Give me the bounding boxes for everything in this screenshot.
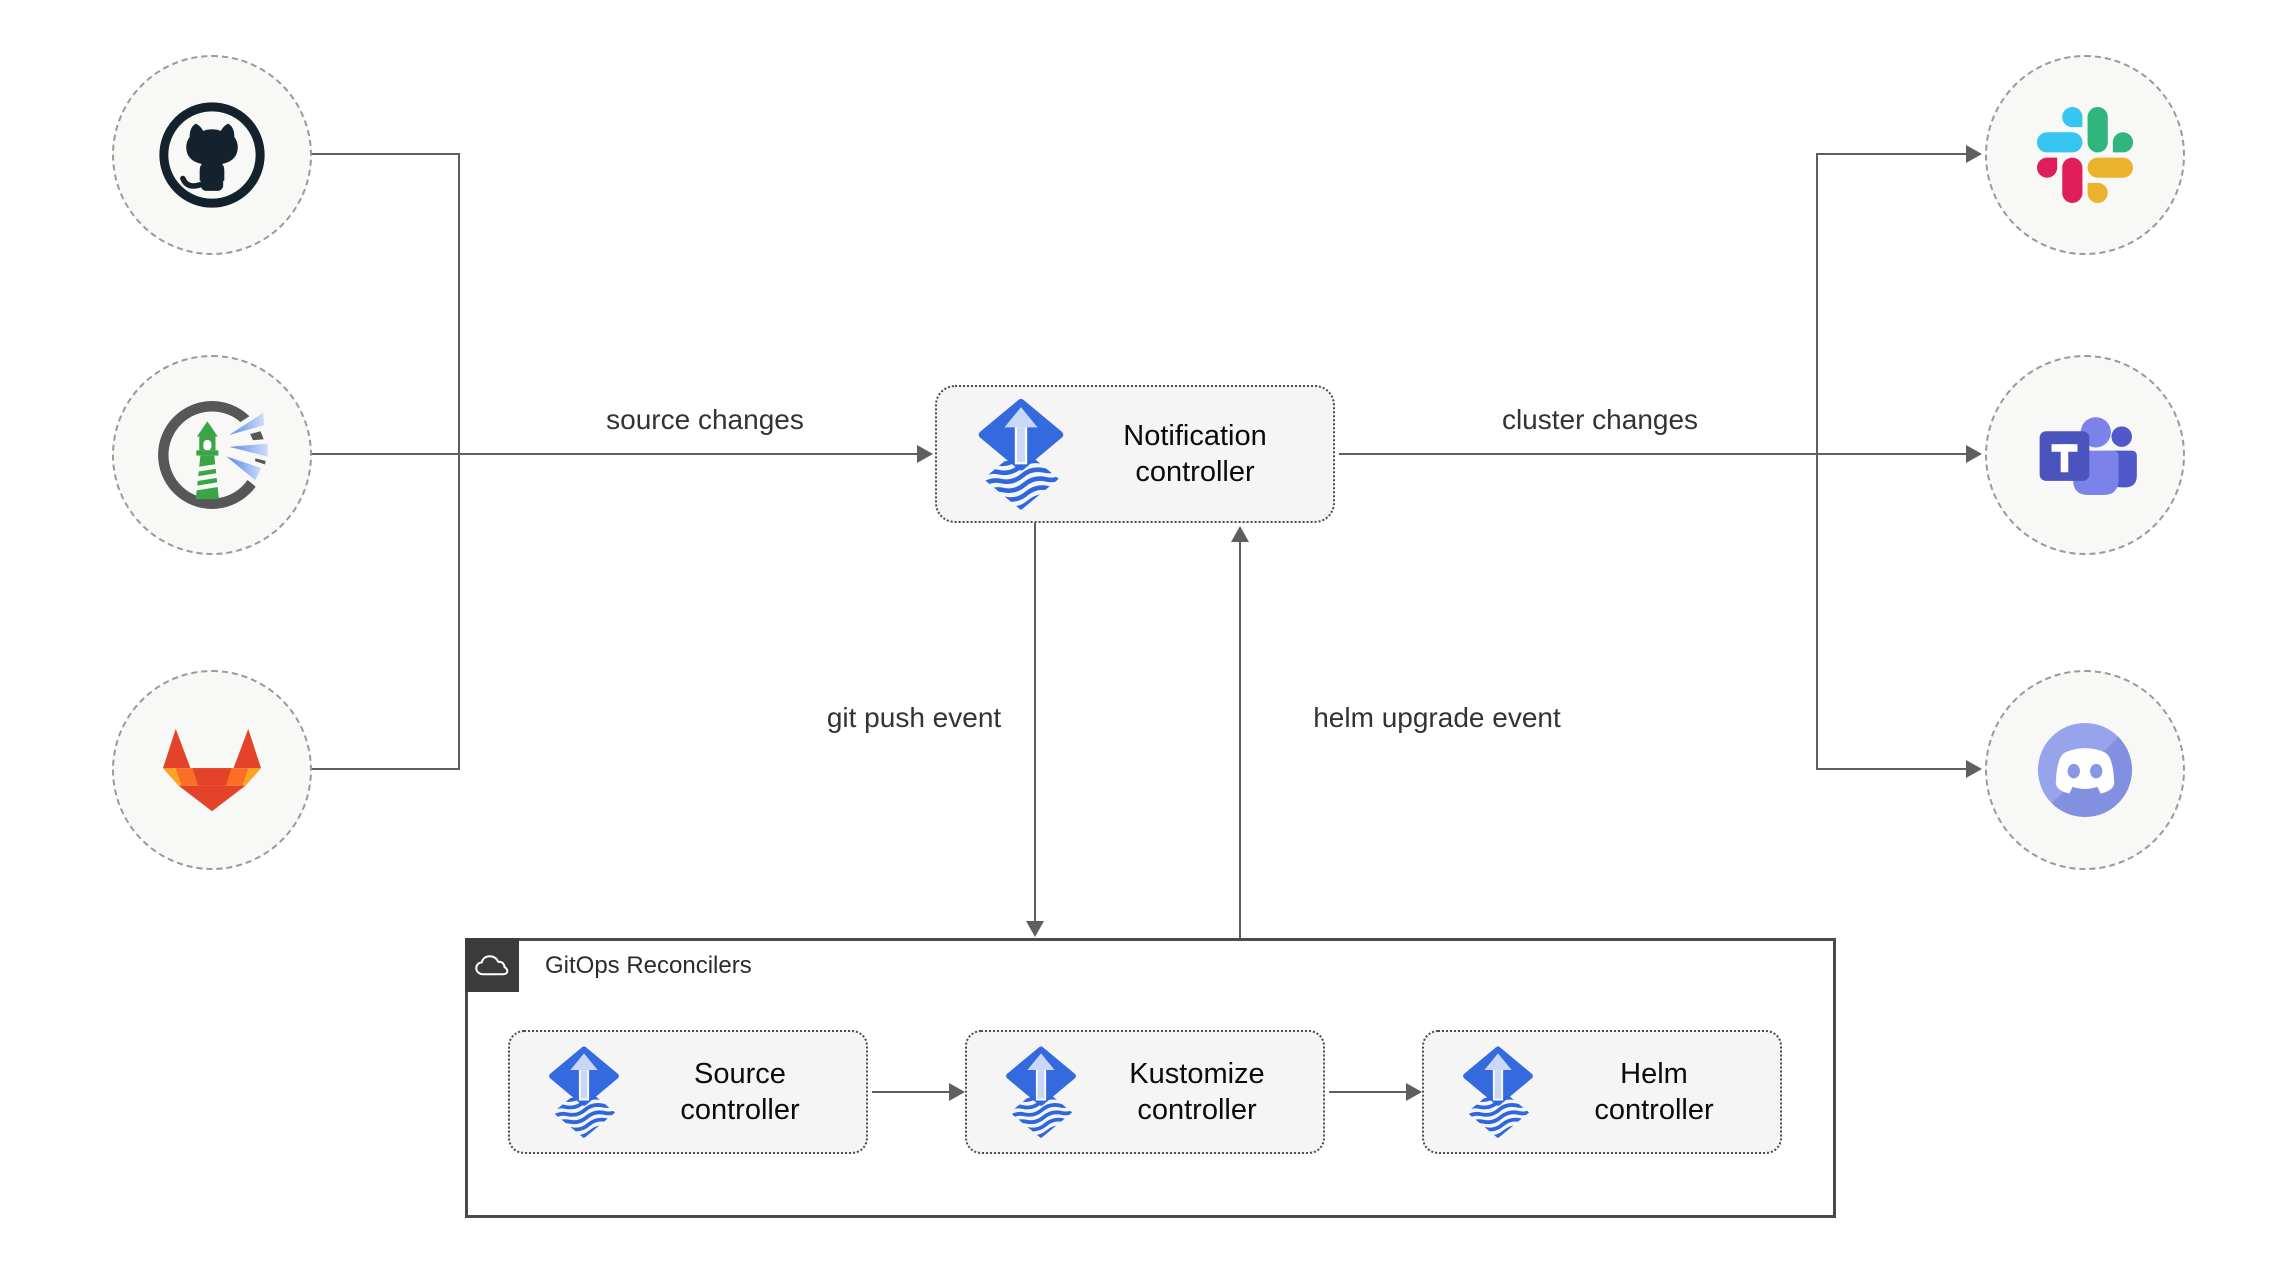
helm-controller-box: Helm controller <box>1422 1030 1782 1154</box>
edge-to-discord <box>1818 768 1966 770</box>
label-source-changes: source changes <box>606 404 804 435</box>
edge-left-junction <box>458 153 460 770</box>
notification-controller-box: Notification controller <box>935 385 1335 523</box>
flux-icon <box>978 398 1064 511</box>
edge-git-push <box>1034 523 1036 921</box>
label-git-push-event: git push event <box>826 702 1002 733</box>
edge-helm-upgrade <box>1239 542 1241 938</box>
arrowhead-teams <box>1966 445 1982 463</box>
cloud-icon <box>475 955 509 975</box>
kustomize-controller-box: Kustomize controller <box>965 1030 1325 1154</box>
teams-icon <box>2039 417 2137 495</box>
edge-cluster-changes <box>1339 453 1818 455</box>
arrowhead-slack <box>1966 145 1982 163</box>
notification-controller-label: Notification controller <box>1123 419 1267 488</box>
flux-icon <box>1463 1046 1533 1139</box>
node-slack <box>1985 55 2185 255</box>
kustomize-controller-label: Kustomize controller <box>1129 1057 1265 1126</box>
edge-source-changes <box>312 453 917 455</box>
source-controller-box: Source controller <box>508 1030 868 1154</box>
slack-icon <box>2037 107 2133 203</box>
node-github <box>112 55 312 255</box>
node-harbor <box>112 355 312 555</box>
edge-to-teams <box>1818 453 1966 455</box>
arrowhead-discord <box>1966 760 1982 778</box>
node-discord <box>1985 670 2185 870</box>
gitlab-icon <box>163 728 261 812</box>
flux-icon <box>975 397 1067 511</box>
edge-github-junction <box>312 153 460 155</box>
arrowhead-git-push <box>1026 921 1044 937</box>
edge-kustomize-helm <box>1329 1091 1406 1093</box>
arrowhead-helm-upgrade <box>1231 526 1249 542</box>
node-gitlab <box>112 670 312 870</box>
discord-icon <box>2037 722 2133 818</box>
flux-icon <box>1460 1045 1536 1139</box>
gitops-reconcilers-title: GitOps Reconcilers <box>545 952 752 979</box>
flux-icon <box>549 1046 619 1139</box>
label-cluster-changes: cluster changes <box>1501 404 1699 435</box>
harbor-icon <box>158 401 270 509</box>
edge-source-kustomize <box>872 1091 949 1093</box>
gitops-badge <box>465 938 519 992</box>
node-teams <box>1985 355 2185 555</box>
arrowhead-kustomize-helm <box>1406 1083 1422 1101</box>
edge-right-junction <box>1816 153 1818 770</box>
helm-controller-label: Helm controller <box>1594 1057 1714 1126</box>
arrowhead-source-kustomize <box>949 1083 965 1101</box>
edge-to-slack <box>1818 153 1966 155</box>
edge-gitlab-junction <box>312 768 460 770</box>
source-controller-label: Source controller <box>680 1057 800 1126</box>
flux-icon <box>1006 1046 1076 1139</box>
label-helm-upgrade-event: helm upgrade event <box>1313 702 1561 733</box>
flux-icon <box>546 1045 622 1139</box>
flux-icon <box>1003 1045 1079 1139</box>
arrowhead-source-changes <box>917 445 933 463</box>
github-icon <box>159 102 265 208</box>
